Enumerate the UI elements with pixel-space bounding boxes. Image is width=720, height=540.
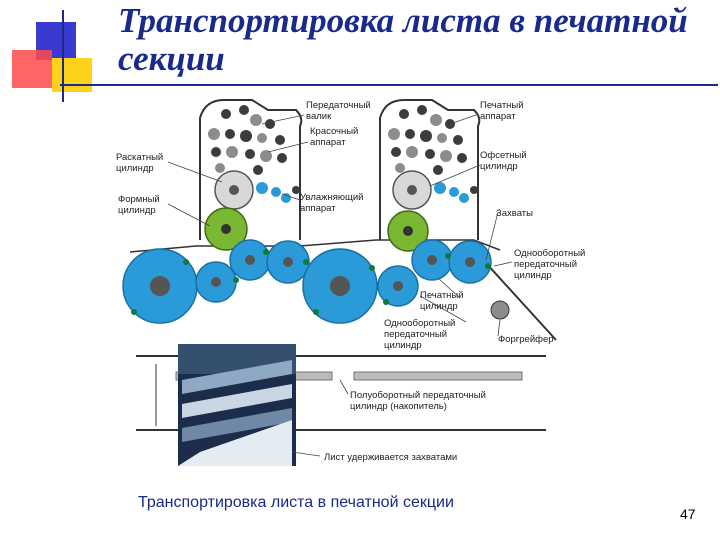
leader-lines bbox=[167, 114, 513, 457]
decor-yellow-square bbox=[52, 58, 92, 92]
label-half-rev-transfer-line-1: Полуоборотный передаточный bbox=[350, 390, 486, 401]
label-grippers-line-1: Захваты bbox=[496, 208, 533, 219]
label-printing-unit-line-1: Печатный bbox=[480, 100, 524, 111]
label-single-rev-transfer-bottom-line-1: Однооборотный bbox=[384, 318, 455, 329]
label-feed-gripper: Форгрейфер bbox=[498, 334, 554, 345]
label-sheet-held-line-1: Лист удерживается захватами bbox=[324, 452, 457, 463]
label-single-rev-transfer-bottom-line-2: передаточный bbox=[384, 329, 447, 340]
label-sheet-held: Лист удерживается захватами bbox=[324, 452, 457, 463]
label-offset-cylinder-line-1: Офсетный bbox=[480, 150, 527, 161]
label-dampening-unit-line-1: Увлажняющий bbox=[300, 192, 363, 203]
page-number: 47 bbox=[680, 506, 696, 522]
label-single-rev-transfer-right-line-3: цилиндр bbox=[514, 270, 552, 281]
label-dampening-unit-line-2: аппарат bbox=[300, 203, 336, 214]
blue-cylinders bbox=[122, 239, 492, 324]
label-ink-unit-line-1: Красочный bbox=[310, 126, 358, 137]
label-transfer-roller-line-2: валик bbox=[306, 111, 332, 122]
label-grippers: Захваты bbox=[496, 208, 533, 219]
label-half-rev-transfer-line-2: цилиндр (накопитель) bbox=[350, 401, 447, 412]
right-unit-housing bbox=[379, 99, 481, 240]
left-dampening-rollers bbox=[256, 182, 300, 203]
label-impression-cylinder-line-2: цилиндр bbox=[420, 301, 458, 312]
slide-caption: Транспортировка листа в печатной секции bbox=[138, 494, 454, 511]
label-single-rev-transfer-right-line-1: Однооборотный bbox=[514, 248, 585, 259]
label-printing-unit-line-2: аппарат bbox=[480, 111, 516, 122]
right-ink-rollers bbox=[388, 105, 467, 175]
label-feed-gripper-line-1: Форгрейфер bbox=[498, 334, 554, 345]
storage-slot-right bbox=[353, 371, 523, 381]
feed-gripper bbox=[490, 300, 510, 320]
decor-red-square bbox=[12, 50, 52, 88]
label-distributor-cylinder-line-2: цилиндр bbox=[116, 163, 154, 174]
slide-title: Транспортировка листа в печатной секции bbox=[118, 1, 688, 78]
label-transfer-roller-line-1: Передаточный bbox=[306, 100, 371, 111]
decor-vertical-line bbox=[62, 10, 64, 102]
title-underline bbox=[60, 84, 718, 86]
label-offset-cylinder-line-2: цилиндр bbox=[480, 161, 518, 172]
gripper-photo bbox=[178, 344, 296, 466]
right-dampening-rollers bbox=[434, 182, 478, 203]
label-single-rev-transfer-bottom-line-3: цилиндр bbox=[384, 340, 422, 351]
left-ink-rollers bbox=[208, 105, 287, 175]
label-impression-cylinder-line-1: Печатный bbox=[420, 290, 464, 301]
press-frame bbox=[129, 239, 501, 253]
label-form-cylinder-line-2: цилиндр bbox=[118, 205, 156, 216]
label-single-rev-transfer-right-line-2: передаточный bbox=[514, 259, 577, 270]
label-ink-unit-line-2: аппарат bbox=[310, 137, 346, 148]
label-form-cylinder-line-1: Формный bbox=[118, 194, 160, 205]
left-unit-housing bbox=[199, 99, 303, 240]
gripper-dots bbox=[131, 249, 491, 315]
label-distributor-cylinder-line-1: Раскатный bbox=[116, 152, 163, 163]
